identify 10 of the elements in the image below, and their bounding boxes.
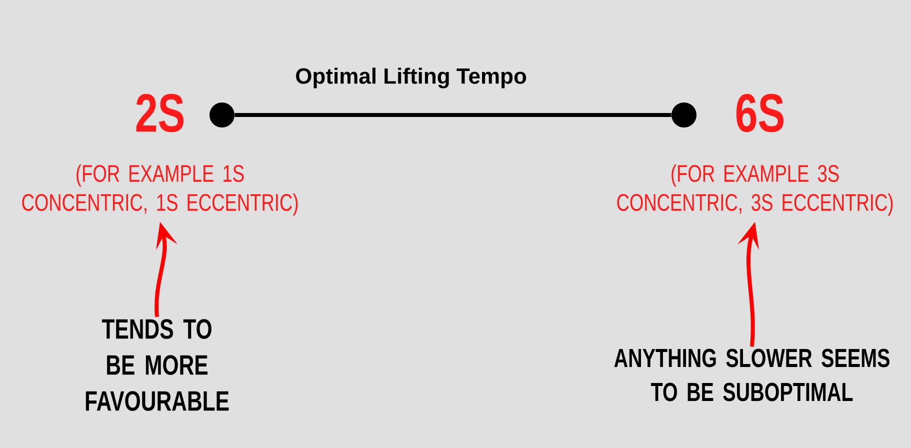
note-text: ANYTHING SLOWER SEEMS TO BE SUBOPTIMAL [614,348,890,402]
duration-label: 6S [736,94,784,132]
note-text: TENDS TO BE MORE FAVOURABLE [86,319,229,411]
example-text: (FOR EXAMPLE 3S CONCENTRIC, 3S ECCENTRIC) [617,164,893,216]
dot [672,102,696,128]
example-text: (FOR EXAMPLE 1S CONCENTRIC, 1S ECCENTRIC) [22,164,298,216]
dot [210,102,234,128]
duration-label: 2S [136,94,184,132]
line [234,113,672,117]
title: Optimal Lifting Tempo [296,68,526,88]
